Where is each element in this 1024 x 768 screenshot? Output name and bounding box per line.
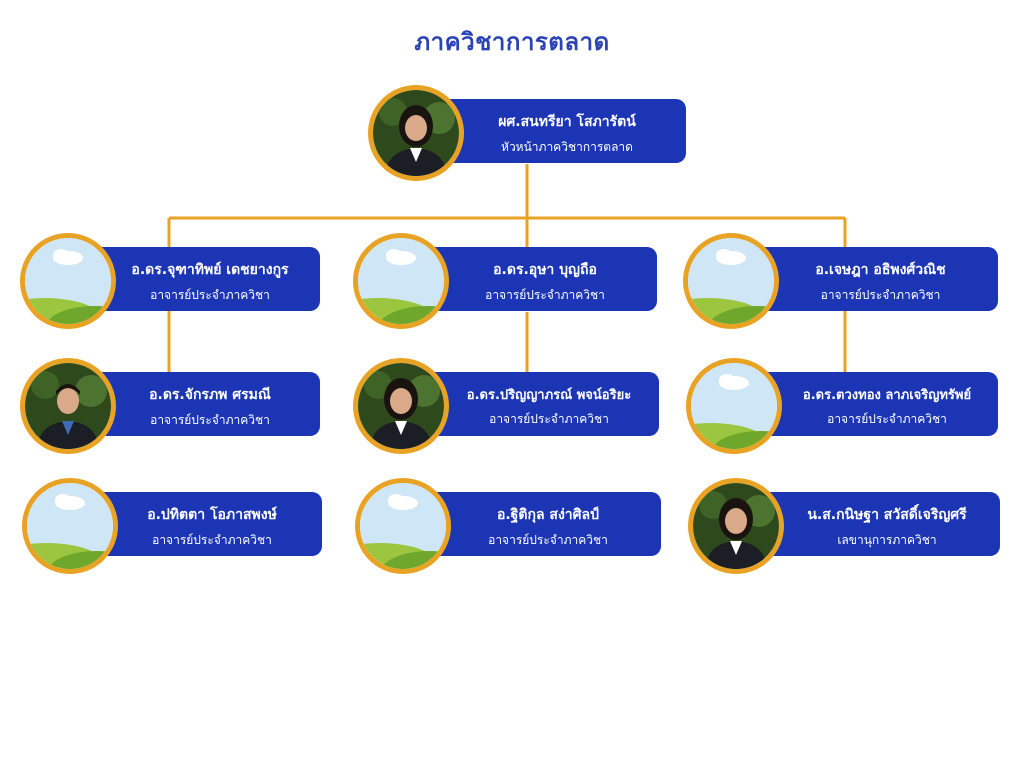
card-member-9: น.ส.กนิษฐา สวัสดิ์เจริญศรี เลขานุการภาคว… [688,478,1000,574]
member-role: อาจารย์ประจำภาควิชา [152,533,272,547]
card-member-1: อ.ดร.จุฑาทิพย์ เดชยางกูร อาจารย์ประจำภาค… [20,233,320,329]
member-role: อาจารย์ประจำภาควิชา [485,288,605,302]
foliage [31,371,59,399]
member-role: อาจารย์ประจำภาควิชา [488,533,608,547]
foliage [75,375,107,407]
avatar [22,478,118,574]
cloud-icon [716,249,732,261]
member-name: อ.ฐิติกุล สง่าศิลป์ [496,507,600,523]
cloud-icon [55,494,71,506]
page-title: ภาควิชาการตลาด [414,28,610,56]
head-role: หัวหน้าภาควิชาการตลาด [501,140,633,154]
cloud-icon [53,249,69,261]
person-photo-icon [358,363,444,449]
avatar [688,478,784,574]
member-name: อ.ดร.ตวงทอง ลาภเจริญทรัพย์ [802,388,972,403]
member-role: อาจารย์ประจำภาควิชา [489,412,609,426]
member-name: อ.ปทิตตา โอภาสพงษ์ [147,507,277,523]
shirt-collar [62,421,74,435]
card-member-8: อ.ฐิติกุล สง่าศิลป์ อาจารย์ประจำภาควิชา [355,478,661,574]
hair [56,384,80,395]
cloud-icon [388,494,404,506]
member-name: น.ส.กนิษฐา สวัสดิ์เจริญศรี [807,507,967,523]
card-member-6: อ.ดร.ตวงทอง ลาภเจริญทรัพย์ อาจารย์ประจำภ… [686,358,998,454]
landscape-placeholder-icon [25,238,111,324]
avatar [686,358,782,454]
avatar [353,233,449,329]
member-role: เลขานุการภาควิชา [837,533,937,547]
shirt-collar [730,541,742,555]
member-name: อ.ดร.จักรภพ ศรมณี [149,387,271,403]
cloud-icon [719,374,735,386]
avatar [20,233,116,329]
landscape-placeholder-icon [691,363,777,449]
member-name: อ.เจษฎา อธิพงศ์วณิช [815,262,946,278]
avatar [353,358,449,454]
cloud-icon [386,249,402,261]
member-role: อาจารย์ประจำภาควิชา [820,288,941,302]
head-name: ผศ.สนทรียา โสภารัตน์ [498,114,636,130]
person-photo-icon [373,90,459,176]
avatar [368,85,464,181]
member-name: อ.ดร.จุฑาทิพย์ เดชยางกูร [131,262,289,278]
member-name: อ.ดร.ปริญญาภรณ์ พจน์อริยะ [466,388,632,403]
member-name: อ.ดร.อุษา บุญถือ [493,262,597,278]
person-photo-icon [693,483,779,569]
avatar [683,233,779,329]
landscape-placeholder-icon [688,238,774,324]
card-member-5: อ.ดร.ปริญญาภรณ์ พจน์อริยะ อาจารย์ประจำภา… [353,358,659,454]
landscape-placeholder-icon [358,238,444,324]
face [390,388,412,414]
face [405,115,427,141]
member-role: อาจารย์ประจำภาควิชา [150,413,270,427]
card-member-7: อ.ปทิตตา โอภาสพงษ์ อาจารย์ประจำภาควิชา [22,478,322,574]
landscape-placeholder-icon [27,483,113,569]
face [57,388,79,414]
member-role: อาจารย์ประจำภาควิชา [150,288,270,302]
card-member-3: อ.เจษฎา อธิพงศ์วณิช อาจารย์ประจำภาควิชา [683,233,998,329]
person-photo-icon [25,363,111,449]
avatar [355,478,451,574]
avatar [20,358,116,454]
member-role: อาจารย์ประจำภาควิชา [827,412,947,426]
card-head: ผศ.สนทรียา โสภารัตน์ หัวหน้าภาควิชาการตล… [368,85,686,181]
card-member-4: อ.ดร.จักรภพ ศรมณี อาจารย์ประจำภาควิชา [20,358,320,454]
shirt-collar [395,421,407,435]
face [725,508,747,534]
card-member-2: อ.ดร.อุษา บุญถือ อาจารย์ประจำภาควิชา [353,233,657,329]
landscape-placeholder-icon [360,483,446,569]
shirt-collar [410,148,422,162]
